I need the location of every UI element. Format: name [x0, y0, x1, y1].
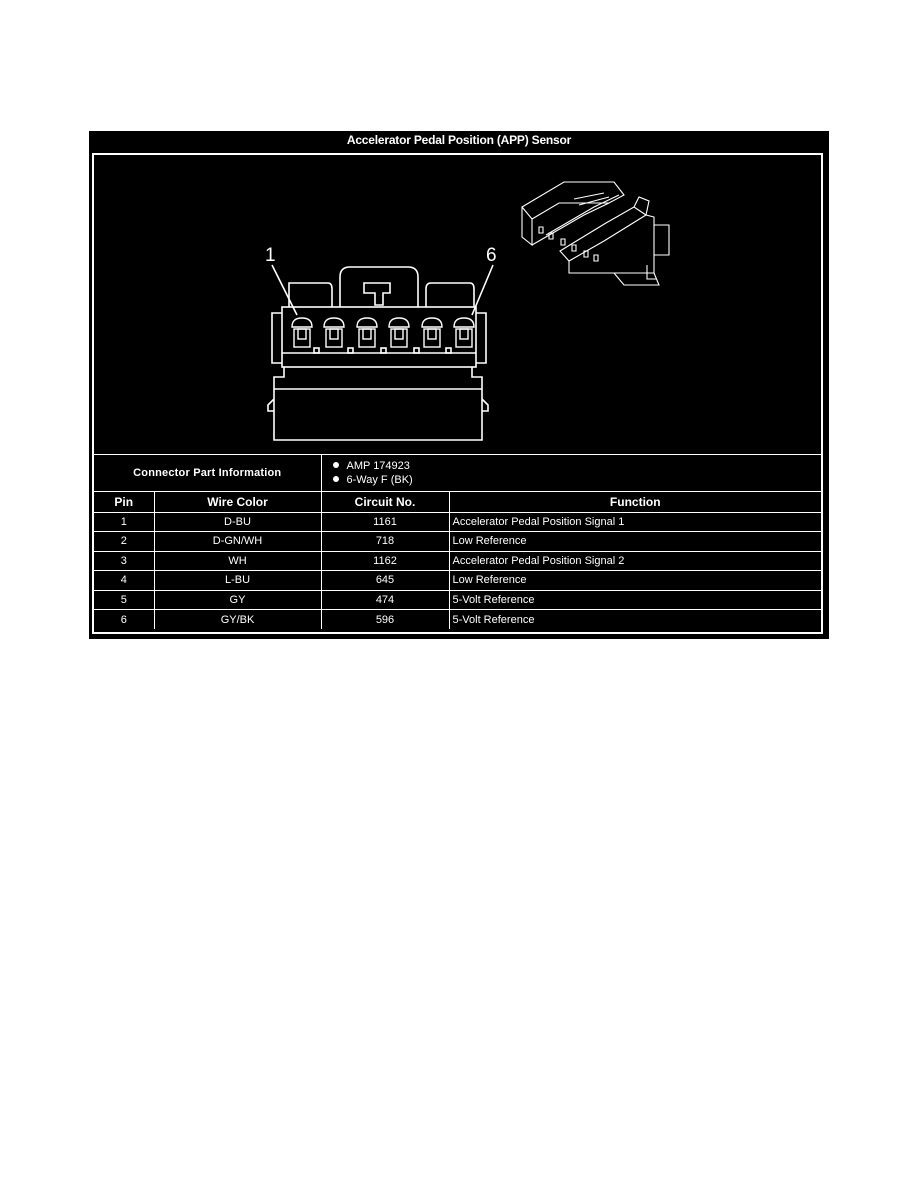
col-header-wire-color: Wire Color	[153, 490, 322, 513]
pinout-table: Connector Part Information AMP 174923 6-…	[94, 455, 821, 629]
circuit-cell: 645	[320, 570, 450, 591]
figure-frame: 1 6	[92, 153, 823, 634]
pin-cell: 1	[94, 511, 155, 532]
circuit-cell: 474	[320, 589, 450, 610]
circuit-cell: 718	[320, 531, 450, 552]
table-row: 4 L-BU 645 Low Reference	[94, 570, 821, 591]
part-info-item: AMP 174923	[332, 459, 819, 473]
connector-isometric-icon	[521, 181, 670, 286]
function-cell: Accelerator Pedal Position Signal 2	[448, 550, 821, 571]
connector-face-view-icon: 1 6	[265, 181, 670, 441]
pin-cell: 2	[94, 531, 155, 552]
connector-part-info-values: AMP 174923 6-Way F (BK)	[320, 455, 821, 492]
col-header-circuit: Circuit No.	[320, 490, 450, 513]
circuit-cell: 596	[320, 609, 450, 629]
table-header-row: Pin Wire Color Circuit No. Function	[94, 490, 821, 513]
function-cell: 5-Volt Reference	[448, 589, 821, 610]
function-cell: 5-Volt Reference	[448, 609, 821, 629]
connector-diagram: 1 6	[94, 155, 821, 455]
wire-color-cell: GY	[153, 589, 322, 610]
table-row: 1 D-BU 1161 Accelerator Pedal Position S…	[94, 511, 821, 532]
connector-part-info-row: Connector Part Information AMP 174923 6-…	[94, 455, 821, 492]
bullet-icon	[332, 461, 339, 468]
table-row: 6 GY/BK 596 5-Volt Reference	[94, 609, 821, 629]
col-header-pin: Pin	[94, 490, 155, 513]
col-header-function: Function	[448, 490, 821, 513]
pin-cell: 4	[94, 570, 155, 591]
function-cell: Low Reference	[448, 531, 821, 552]
pin-1-label: 1	[265, 245, 276, 266]
wire-color-cell: D-GN/WH	[153, 531, 322, 552]
table-row: 5 GY 474 5-Volt Reference	[94, 589, 821, 610]
connector-figure: Accelerator Pedal Position (APP) Sensor …	[89, 131, 829, 639]
figure-title: Accelerator Pedal Position (APP) Sensor	[346, 133, 572, 147]
wire-color-cell: L-BU	[153, 570, 322, 591]
table-row: 3 WH 1162 Accelerator Pedal Position Sig…	[94, 550, 821, 571]
wire-color-cell: WH	[153, 550, 322, 571]
bullet-icon	[332, 475, 339, 482]
circuit-cell: 1161	[320, 511, 450, 532]
wire-color-cell: GY/BK	[153, 609, 322, 629]
table-row: 2 D-GN/WH 718 Low Reference	[94, 531, 821, 552]
part-info-item: 6-Way F (BK)	[332, 473, 819, 487]
wire-color-cell: D-BU	[153, 511, 322, 532]
function-cell: Accelerator Pedal Position Signal 1	[448, 511, 821, 532]
pin-6-label: 6	[486, 245, 497, 266]
pin-cell: 6	[94, 609, 155, 629]
connector-part-info-label: Connector Part Information	[94, 455, 322, 492]
pin-cell: 3	[94, 550, 155, 571]
circuit-cell: 1162	[320, 550, 450, 571]
function-cell: Low Reference	[448, 570, 821, 591]
pin-cell: 5	[94, 589, 155, 610]
